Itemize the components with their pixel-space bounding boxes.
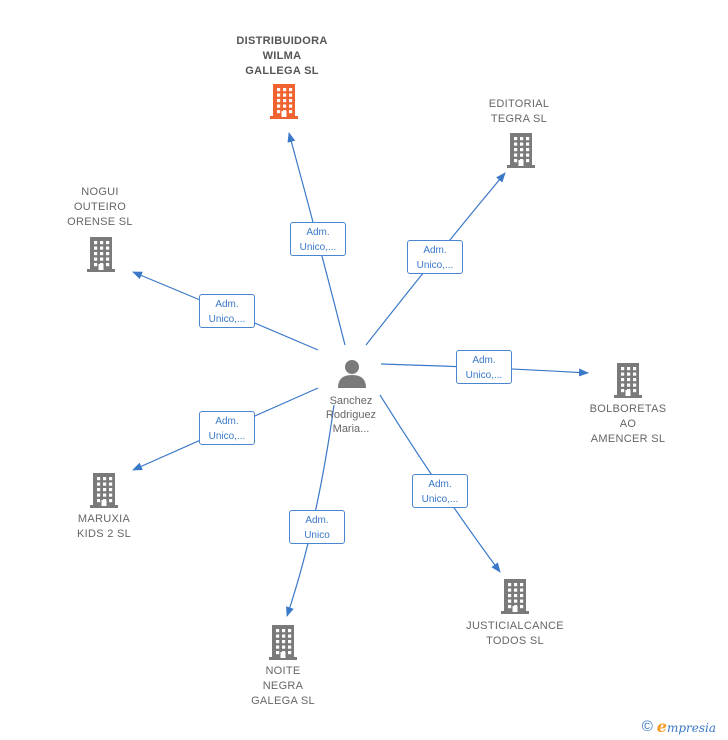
company-justicialcance-building-icon[interactable] — [498, 578, 532, 619]
company-nogui-building-icon[interactable] — [84, 236, 118, 277]
company-noite-building-icon[interactable] — [266, 624, 300, 665]
company-bolboretas-building-icon[interactable] — [611, 362, 645, 403]
edge-label-distribuidora[interactable]: Adm. Unico,... — [290, 222, 346, 256]
company-maruxia-label[interactable]: MARUXIA KIDS 2 SL — [76, 513, 132, 540]
edge-label-maruxia[interactable]: Adm. Unico,... — [199, 411, 255, 445]
company-nogui-label[interactable]: NOGUI OUTEIRO ORENSE SL — [67, 186, 133, 228]
company-noite-label[interactable]: NOITE NEGRA GALEGA SL — [251, 665, 315, 707]
edge-label-noite[interactable]: Adm. Unico — [289, 510, 345, 544]
edge-label-nogui[interactable]: Adm. Unico,... — [199, 294, 255, 328]
person-name[interactable]: Sanchez Rodriguez Maria... — [325, 395, 377, 435]
footer-brand[interactable]: © empresia — [642, 717, 716, 736]
company-distribuidora-label[interactable]: DISTRIBUIDORA WILMA GALLEGA SL — [236, 35, 328, 77]
company-distribuidora-building-icon[interactable] — [267, 83, 301, 124]
person-icon[interactable] — [336, 357, 368, 394]
edge-label-editorial[interactable]: Adm. Unico,... — [407, 240, 463, 274]
company-editorial-label[interactable]: EDITORIAL TEGRA SL — [488, 98, 550, 125]
edge-label-bolboretas[interactable]: Adm. Unico,... — [456, 350, 512, 384]
company-justicialcance-label[interactable]: JUSTICIALCANCE TODOS SL — [466, 620, 564, 647]
company-maruxia-building-icon[interactable] — [87, 472, 121, 513]
company-bolboretas-label[interactable]: BOLBORETAS AO AMENCER SL — [589, 403, 667, 445]
edge-label-justicialcance[interactable]: Adm. Unico,... — [412, 474, 468, 508]
company-editorial-building-icon[interactable] — [504, 132, 538, 173]
copyright-symbol: © — [641, 718, 653, 735]
empresia-logo: empresia — [656, 717, 716, 736]
